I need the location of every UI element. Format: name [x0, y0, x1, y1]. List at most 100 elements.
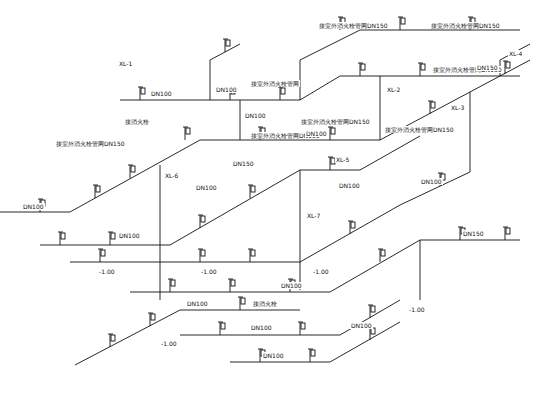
hydrant-stub — [278, 87, 283, 100]
branch-pipe — [70, 172, 470, 262]
hydrant-stub — [168, 279, 173, 292]
riser-number: XL-4 — [508, 50, 523, 57]
branch-pipe — [180, 300, 400, 335]
pipe-note: 接室外消火栓管网DN150 — [318, 22, 389, 29]
pipe-note: 接室外消火栓管网DN150 — [55, 140, 126, 147]
hydrant-stub — [138, 87, 143, 100]
hydrant-stub — [198, 249, 203, 262]
hydrant-stub — [183, 127, 188, 140]
pipe-size-label: DN100 — [244, 112, 267, 119]
hydrant-stub — [358, 63, 363, 76]
branch-pipe — [210, 76, 520, 100]
riser-pipe — [160, 165, 161, 300]
pipe-size-label: DN150 — [476, 64, 499, 71]
valve-symbol — [141, 88, 145, 94]
hydrant-stub — [223, 39, 228, 52]
pipe-size-label: DN100 — [338, 182, 361, 189]
pipe-size-label: DN100 — [22, 203, 45, 210]
pipe-size-label: -1.00 — [98, 268, 116, 275]
hydrant-stub — [218, 322, 223, 335]
hydrant-stub — [503, 61, 508, 74]
pipe-note: 接室外消火栓管网DN150 — [300, 118, 371, 125]
valve-symbol — [171, 280, 175, 286]
valve-symbol — [61, 233, 65, 239]
hydrant-stub — [428, 101, 433, 114]
hydrant-stub — [128, 165, 133, 178]
valve-symbol — [221, 323, 225, 329]
valve-symbol — [251, 250, 255, 256]
hydrant-stub — [108, 334, 113, 347]
valve-symbol — [186, 128, 190, 134]
riser-number: XL-1 — [118, 60, 133, 67]
pipe-note: 接消火栓 — [252, 300, 278, 307]
valve-symbol — [131, 166, 135, 172]
valve-symbol — [151, 314, 155, 320]
valve-symbol — [226, 40, 230, 46]
branch-pipe — [40, 136, 420, 245]
hydrant-stub — [503, 227, 508, 240]
pipe-size-label: DN100 — [215, 86, 238, 93]
riser-pipe — [420, 240, 421, 300]
valve-symbol — [111, 233, 115, 239]
valve-symbol — [506, 228, 510, 234]
hydrant-risers — [38, 17, 510, 362]
riser-pipe — [380, 76, 381, 140]
hydrant-stub — [328, 157, 333, 170]
hydrant-stub — [93, 185, 98, 198]
pipe-note: 接室外消火栓管网DN150 — [430, 22, 501, 29]
riser-number: XL-2 — [386, 86, 401, 93]
pipe-size-label: DN100 — [262, 352, 285, 359]
hydrant-stub — [238, 297, 243, 310]
branch-pipe — [300, 30, 520, 100]
pipe-size-label: -1.00 — [408, 306, 426, 313]
pipe-size-label: -1.00 — [160, 340, 178, 347]
pipe-size-label: DN100 — [195, 184, 218, 191]
pipe-size-label: DN100 — [420, 178, 443, 185]
riser-number: XL-7 — [306, 212, 321, 219]
hydrant-stub — [198, 215, 203, 228]
riser-number: XL-3 — [450, 104, 465, 111]
hydrant-stub — [398, 17, 403, 30]
pipe-size-label: -1.00 — [200, 268, 218, 275]
pipe-note: 接室外消火栓管网 — [250, 80, 300, 87]
valve-symbol — [201, 216, 205, 222]
hydrant-stub — [348, 221, 353, 234]
hydrant-stub — [108, 232, 113, 245]
hydrant-stub — [378, 249, 383, 262]
riser-number: XL-5 — [335, 156, 350, 163]
valve-symbol — [331, 128, 335, 134]
hydrant-stub — [248, 185, 253, 198]
hydrant-stub — [298, 322, 303, 335]
valve-symbol — [361, 64, 365, 70]
valve-symbol — [351, 222, 355, 228]
riser-pipe — [240, 100, 241, 140]
branch-pipe — [130, 240, 520, 292]
valve-symbol — [231, 280, 235, 286]
hydrant-stub — [148, 313, 153, 326]
riser-pipe — [470, 92, 471, 172]
valve-symbol — [111, 335, 115, 341]
valve-symbol — [201, 250, 205, 256]
pipe-size-label: DN150 — [232, 160, 255, 167]
valve-symbol — [281, 88, 285, 94]
branch-pipe — [120, 44, 240, 100]
hydrant-stub — [228, 279, 233, 292]
hydrant-stub — [248, 249, 253, 262]
valve-symbol — [101, 250, 105, 256]
pipe-note: 接室外消火栓管网DN150 — [384, 126, 455, 133]
valve-symbol — [301, 323, 305, 329]
pipe-note: 接消火栓 — [124, 118, 150, 125]
hydrant-stub — [98, 249, 103, 262]
branch-pipe — [500, 44, 530, 76]
pipe-size-label: DN100 — [280, 282, 303, 289]
valve-symbol — [421, 64, 425, 70]
valve-symbol — [431, 102, 435, 108]
valve-symbol — [311, 350, 315, 356]
branch-pipe — [75, 310, 300, 365]
pipe-size-label: DN150 — [462, 230, 485, 237]
valve-symbol — [401, 18, 405, 24]
riser-number: XL-6 — [164, 172, 179, 179]
pipe-size-label: DN100 — [305, 130, 328, 137]
main-pipe — [0, 60, 530, 212]
hydrant-stub — [308, 349, 313, 362]
